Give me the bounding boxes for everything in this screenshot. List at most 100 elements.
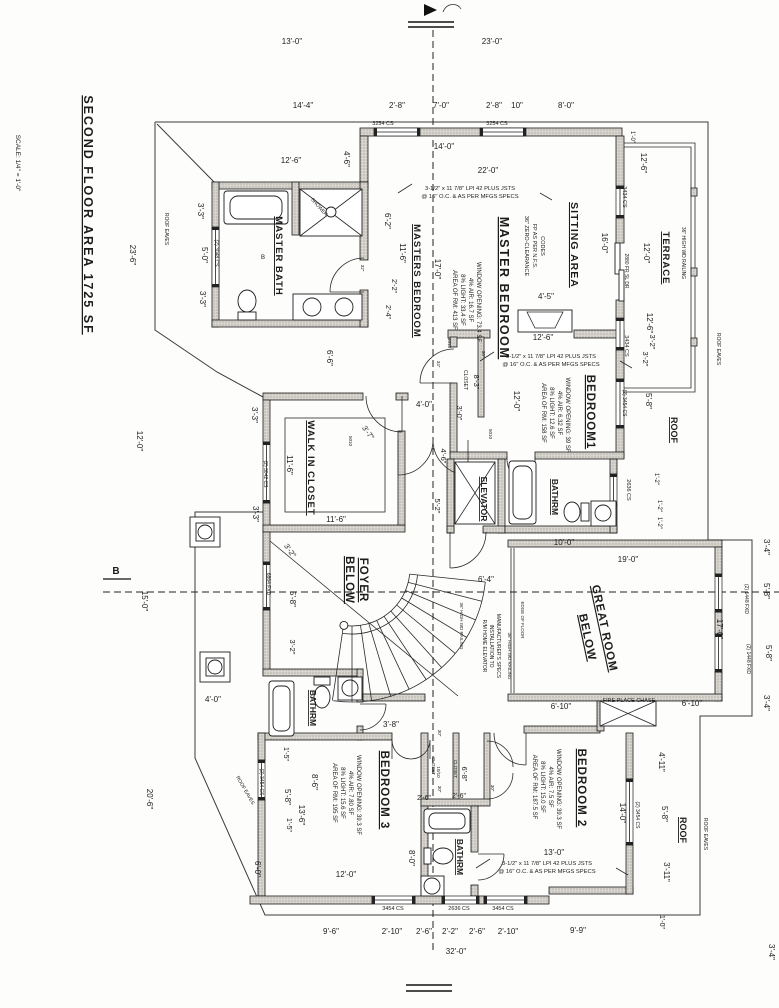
wall-segment [534, 451, 625, 460]
dim-label: 1'-0" [629, 131, 635, 143]
dim-label: 11'-6" [326, 515, 346, 524]
window-label: (2) 3042 CS [262, 461, 268, 489]
room-label-bathrm-2: BATHRM [308, 690, 318, 726]
dim-label: 2'-8" [486, 101, 502, 110]
dim-label: 5'-8" [660, 806, 669, 822]
note-label: ROOF EAVES [234, 775, 256, 806]
wall-segment [470, 805, 479, 853]
wall-segment [625, 732, 634, 780]
dim-label: 2'-6" [452, 793, 466, 800]
area-note: 8% LIGHT: 33.4 SF [459, 274, 465, 326]
dim-label: 3'-2" [282, 542, 298, 560]
shower-stall [299, 188, 363, 237]
window-label: (2) 3454 CS [258, 769, 264, 797]
skylight [199, 651, 231, 683]
dim-label: 3'-3" [198, 291, 207, 307]
room-label-master-bath: MASTER BATH [273, 216, 284, 295]
dim-label: 2'-2" [390, 279, 397, 293]
closet-label: CLOSET [431, 757, 436, 775]
room-label-bedroom1: BEDROOM1 [584, 375, 596, 449]
dim-label: 8'-0" [407, 850, 416, 866]
dim-label: 5'-2" [433, 499, 442, 514]
dim-label: 3'-4" [762, 695, 771, 711]
room-label-foyer: FOYER [357, 558, 369, 603]
note-label: EDGE OF FLOOR [520, 601, 525, 639]
room-label-elevator: ELEVATOR [479, 477, 489, 522]
dim-label: 14'-0" [434, 142, 455, 151]
note-label: 36" ZERO-CLEARANCE [523, 216, 529, 277]
area-note: 8% LIGHT: 12.6 SF [548, 387, 554, 439]
area-note: AREA OF RM: 158 SF [540, 383, 546, 443]
closet-shelf-outline [284, 417, 386, 513]
door-label: 30" [481, 351, 486, 358]
window-label: (2) 1448 FXD [743, 584, 749, 614]
wall-segment [359, 135, 369, 184]
wall-segment [523, 725, 601, 734]
door-swing [419, 348, 455, 384]
dim-label: 5'-8" [644, 393, 653, 409]
dim-label: 12'-0" [336, 870, 357, 879]
bathtub-3 [423, 808, 471, 834]
section-b-label: B [112, 566, 119, 577]
door-label: 5010 [488, 429, 493, 440]
door-label: 30" [437, 730, 442, 737]
door-swing [397, 439, 434, 476]
closet-label: CLOSET [462, 370, 468, 390]
area-note: WINDOW OPENING: 39.3 SF [555, 749, 561, 829]
toilet-1 [563, 501, 590, 523]
room-label-bathrm-3: BATHRM [455, 839, 465, 875]
toilet-2 [313, 676, 331, 709]
door-swing [493, 732, 527, 766]
area-note: WINDOW OPENING: 39 SF [564, 377, 570, 452]
dim-label: 3'-8" [383, 720, 399, 729]
dim-label: 23'-6" [128, 245, 137, 266]
door-label: 1010 [447, 338, 452, 349]
area-note: 8% LIGHT: 15.0 SF [539, 761, 545, 813]
room-label-bedroom-3: BEDROOM 3 [378, 751, 390, 830]
dim-label: 10" [511, 101, 523, 110]
dim-label: 2'-6" [416, 927, 432, 936]
dim-label: 3'-2" [641, 352, 650, 367]
dim-label: 20'-6" [145, 789, 154, 810]
dim-label: 1'-5" [282, 747, 289, 761]
note-label: FIRE PLACE CHASE [603, 698, 656, 704]
door-label: 2880 FR SL DR [623, 253, 629, 288]
dim-label: 5'-8" [288, 591, 297, 607]
wall-segment [625, 844, 634, 895]
fireplace-chase [599, 700, 657, 727]
area-note: 4% AIR: 7.80 SF [347, 771, 353, 816]
sink-1 [590, 500, 617, 527]
dim-label: 6'-4" [478, 575, 494, 584]
wall-segment [397, 430, 406, 526]
joist-note: @ 16" O.C. & AS PER MFGS SPECS [502, 362, 599, 368]
closet-label: CLOSET [453, 760, 458, 778]
dim-label: 1'-2" [656, 500, 662, 512]
room-label-walk-in-closet: WALK IN CLOSET [305, 420, 316, 515]
wall-segment [609, 458, 618, 475]
fixture-tag: B [261, 255, 265, 261]
sink-2 [337, 676, 363, 701]
note-label: MANUFACTURER'S SPECS [495, 614, 501, 679]
bathtub-2 [268, 680, 295, 737]
area-note: 8% LIGHT: 15.6 SF [339, 767, 345, 819]
dim-label: 1'-2" [656, 517, 662, 529]
wall-segment [507, 539, 723, 548]
dim-label: 12'-6" [533, 333, 554, 342]
fixtures [189, 142, 698, 897]
dim-label: 15'-0" [140, 591, 149, 612]
wall-segment [291, 181, 300, 236]
sliding-door [614, 242, 625, 302]
dim-label: 12'-0" [512, 391, 521, 412]
roof-label: ROOF [678, 817, 688, 844]
dim-label: 6'-2" [383, 213, 392, 229]
dim-label: 12'-6" [645, 313, 654, 334]
dim-label: 2'-8" [389, 101, 405, 110]
wall-segment [714, 546, 723, 575]
dim-label: 22'-0" [478, 166, 499, 175]
dim-label: 4'-0" [205, 695, 221, 704]
dim-label: 3'-2" [288, 640, 297, 655]
wall-segment [262, 392, 364, 401]
note-label: 36" HIGH WD RAILING [507, 632, 512, 680]
area-note: WINDOW OPENING: 73.4 SF [475, 262, 481, 342]
